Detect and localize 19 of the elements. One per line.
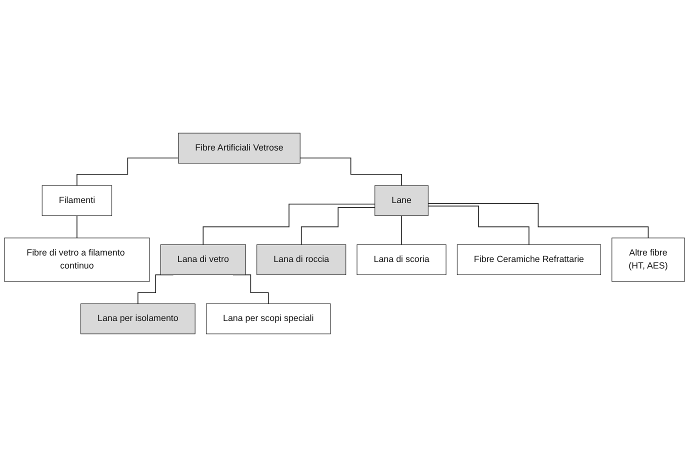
node-box: Lana per scopi speciali	[206, 304, 331, 334]
connector	[76, 215, 78, 238]
connector	[300, 158, 402, 186]
node-box: Fibre di vetro a filamento continuo	[4, 238, 150, 282]
node-box: Fibre Artificiali Vetrose	[178, 132, 300, 164]
node-box: Altre fibre (HT, AES)	[612, 238, 685, 282]
node-box: Lana di scoria	[356, 244, 446, 276]
node-box: Lane	[374, 185, 428, 216]
node-box: Filamenti	[42, 185, 112, 216]
node-box: Lana di vetro	[160, 244, 246, 276]
connector	[76, 158, 179, 186]
connector	[300, 207, 376, 246]
connector	[428, 206, 530, 246]
node-box: Lana per isolamento	[80, 304, 196, 334]
connector	[401, 215, 402, 246]
connector	[202, 204, 376, 246]
connector	[428, 203, 649, 238]
node-box: Fibre Ceramiche Refrattarie	[456, 244, 602, 276]
node-box: Lana di roccia	[256, 244, 346, 276]
